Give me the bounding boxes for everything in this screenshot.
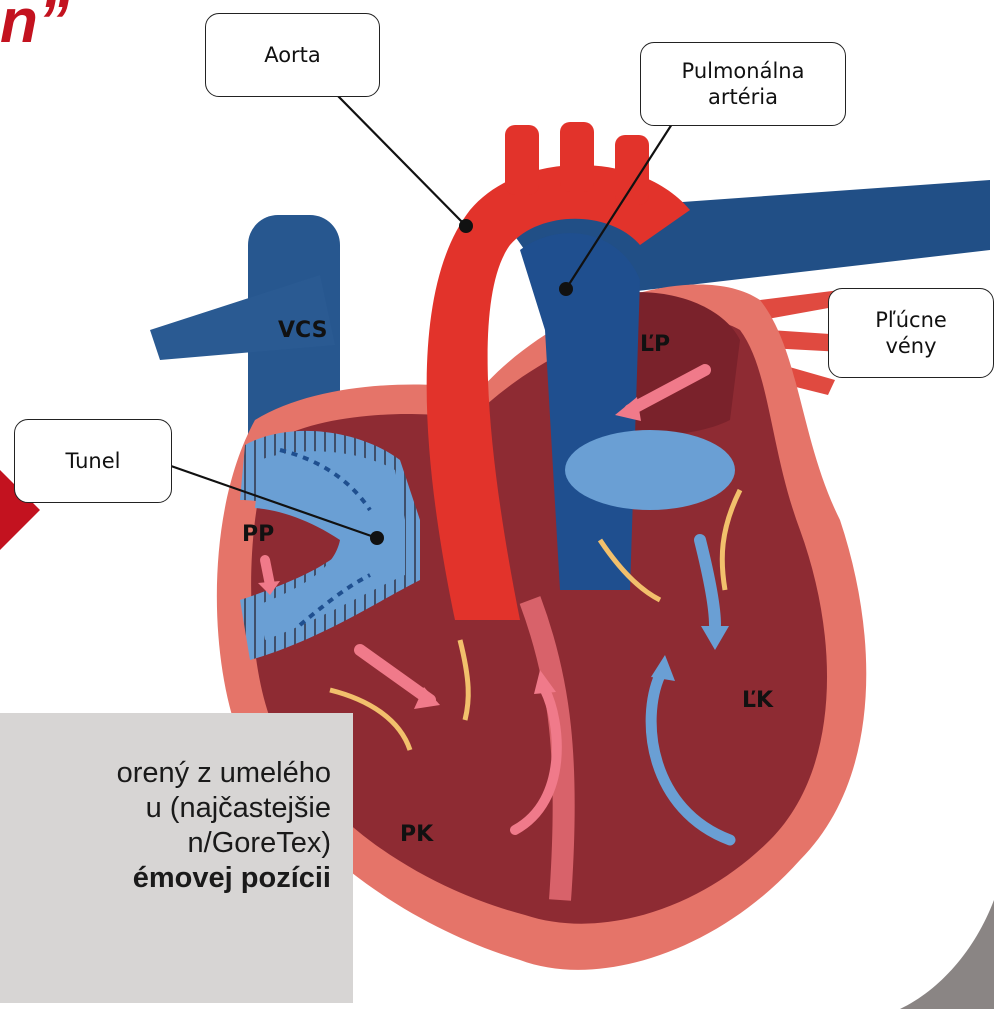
label-pulm-veins-line1: Pľúcne: [875, 307, 947, 333]
label-pulm-veins-line2: vény: [875, 333, 947, 359]
note-line-1: orený z umelého: [0, 756, 353, 791]
label-lp: ĽP: [640, 332, 670, 357]
label-pp: PP: [242, 522, 274, 547]
label-pulmonary-line2: artéria: [682, 84, 805, 110]
label-pulmonary-line1: Pulmonálna: [682, 58, 805, 84]
mitral-blob: [565, 430, 735, 510]
label-aorta: Aorta: [205, 13, 380, 97]
label-lk: ĽK: [742, 688, 773, 713]
label-pk: PK: [400, 822, 433, 847]
label-vcs: VCS: [278, 318, 327, 343]
label-pulmonary-artery: Pulmonálna artéria: [640, 42, 846, 126]
description-note: orený z umelého u (najčastejšie n/GoreTe…: [0, 713, 353, 1003]
label-tunnel: Tunel: [14, 419, 172, 503]
note-line-2: u (najčastejšie: [0, 791, 353, 826]
note-line-3: n/GoreTex): [0, 826, 353, 861]
note-line-4: émovej pozícii: [0, 861, 353, 896]
label-pulmonary-veins: Pľúcne vény: [828, 288, 994, 378]
label-tunnel-text: Tunel: [65, 448, 120, 474]
label-aorta-text: Aorta: [264, 42, 321, 68]
corner-decoration: [900, 900, 994, 1009]
